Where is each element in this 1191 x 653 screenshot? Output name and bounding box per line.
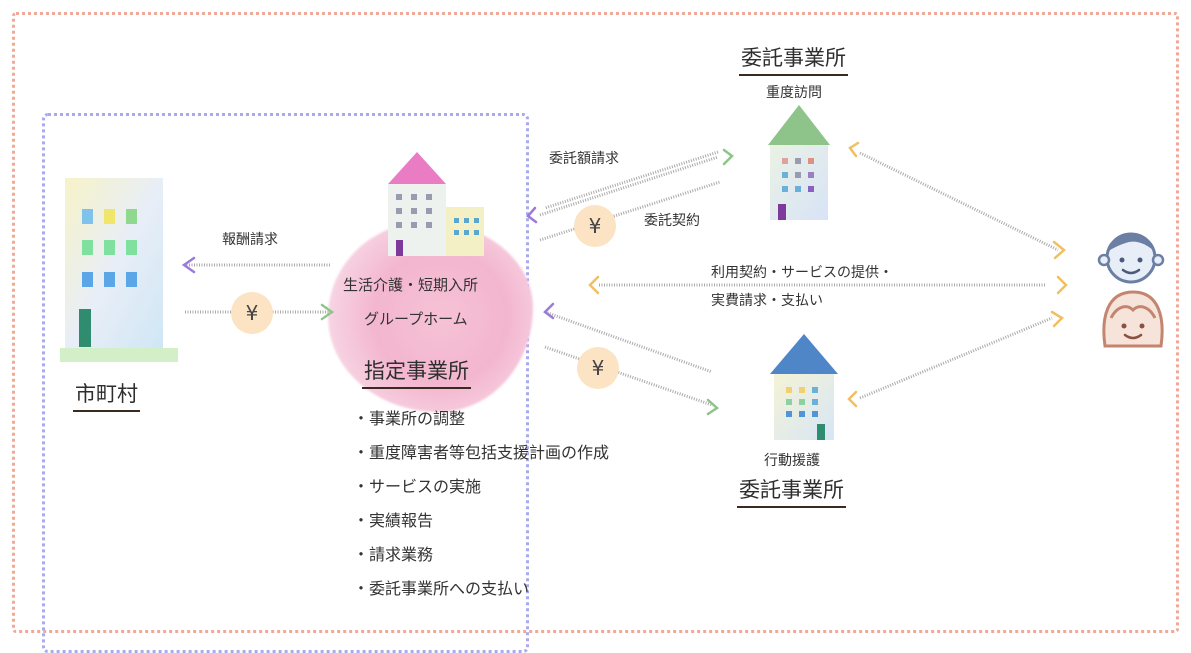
task-item: ・重度障害者等包括支援計画の作成	[353, 443, 610, 462]
task-item: ・委託事業所への支払い	[353, 579, 530, 598]
task-item: ・実績報告	[353, 511, 434, 530]
designated-office-building-icon	[388, 152, 484, 256]
girl-face-icon	[1102, 290, 1164, 348]
bottom-to-user-line	[859, 316, 1053, 400]
outer-boundary	[12, 12, 1179, 633]
office-services-line2: グループホーム	[364, 310, 468, 328]
yen-icon: ¥	[231, 292, 273, 334]
contractor-top-service: 重度訪問	[766, 85, 822, 101]
task-item: ・事業所の調整	[353, 409, 466, 428]
lower-payment-line	[544, 345, 713, 407]
top-to-user-line	[859, 151, 1059, 252]
yen-icon: ¥	[577, 347, 619, 389]
contractor-bottom-title: 委託事業所	[737, 474, 846, 508]
user-contract-label-line1: 利用契約・サービスの提供・	[711, 265, 893, 281]
city-hall-building-icon	[60, 178, 178, 362]
task-item: ・サービスの実施	[353, 477, 482, 496]
commission-claim-line-2	[544, 150, 719, 210]
commission-contract-label: 委託契約	[644, 213, 700, 229]
yen-icon: ¥	[574, 205, 616, 247]
contractor-house-icon	[768, 105, 830, 220]
office-services-line1: 生活介護・短期入所	[343, 276, 479, 294]
lower-claim-line	[544, 310, 713, 374]
task-item: ・請求業務	[353, 545, 434, 564]
user-contract-label-line2: 実費請求・支払い	[711, 293, 823, 309]
municipality-title: 市町村	[73, 378, 140, 412]
boy-face-icon	[1097, 232, 1165, 284]
commission-claim-label: 委託額請求	[549, 151, 619, 167]
commission-contract-line	[539, 180, 721, 242]
designated-office-task-list: ・事業所の調整 ・重度障害者等包括支援計画の作成 ・サービスの実施 ・実績報告 …	[353, 402, 609, 606]
designated-office-title: 指定事業所	[362, 355, 471, 389]
contractor-house-icon	[770, 334, 838, 440]
contractor-top-title: 委託事業所	[739, 42, 848, 76]
fee-claim-label: 報酬請求	[222, 232, 278, 248]
contractor-bottom-service: 行動援護	[764, 453, 820, 469]
